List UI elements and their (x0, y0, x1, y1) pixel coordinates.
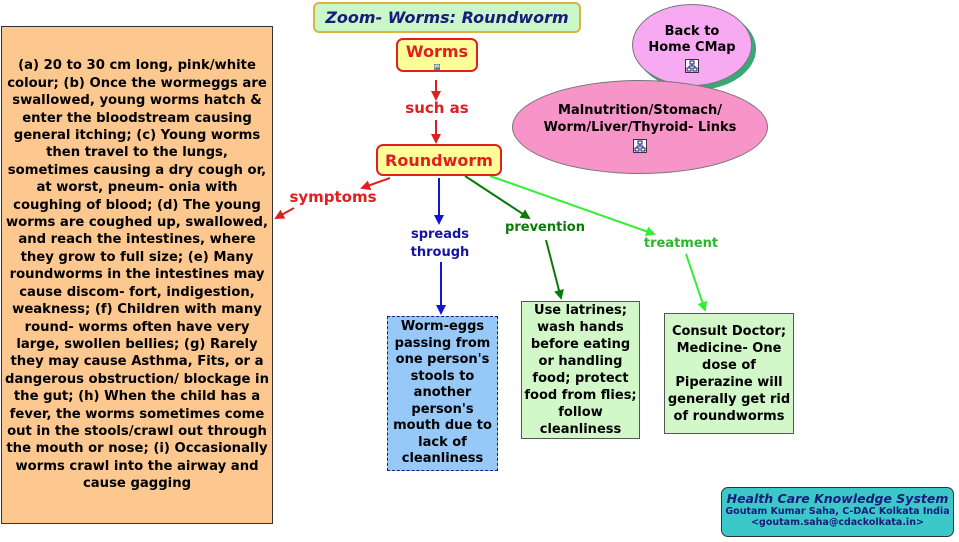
worms-label: Worms (405, 42, 469, 61)
back-to-home-cmap-button[interactable]: Back to Home CMap (632, 4, 752, 86)
image-icon[interactable] (430, 64, 444, 70)
footer-credit-box: Health Care Knowledge System Goutam Kuma… (721, 487, 954, 537)
link-label-symptoms: symptoms (289, 188, 377, 206)
spreads-through-concept[interactable]: Worm-eggs passing from one person's stoo… (387, 316, 498, 471)
link-label-spreads-through: spreads through (410, 227, 470, 260)
cmap-icon[interactable] (633, 138, 647, 153)
footer-title: Health Care Knowledge System (726, 491, 949, 506)
symptoms-concept[interactable]: (a) 20 to 30 cm long, pink/white colour;… (1, 26, 273, 524)
malnutrition-links-node[interactable]: Malnutrition/Stomach/ Worm/Liver/Thyroid… (512, 80, 768, 174)
treatment-concept[interactable]: Consult Doctor; Medicine- One dose of Pi… (664, 313, 794, 434)
roundworm-concept[interactable]: Roundworm (376, 144, 502, 176)
footer-author: Goutam Kumar Saha, C-DAC Kolkata India (725, 506, 950, 517)
footer-email: <goutam.saha@cdackolkata.in> (751, 517, 924, 528)
link-roundworm-symptoms (360, 177, 391, 191)
link-label-prevention: prevention (505, 220, 585, 235)
link-label-treatment: treatment (643, 236, 719, 251)
link-prevention-box (545, 239, 564, 300)
link-treatment-box (685, 253, 708, 312)
link-roundworm-treatment (489, 175, 656, 237)
link-symptoms-box (274, 207, 295, 219)
worms-concept[interactable]: Worms (396, 38, 478, 72)
cmap-icon[interactable] (685, 58, 699, 73)
prevention-concept[interactable]: Use latrines; wash hands before eating o… (521, 301, 640, 439)
link-label-such-as: such as (405, 99, 469, 117)
link-roundworm-prevention (464, 175, 531, 220)
back-home-label: Back to Home CMap (648, 23, 736, 55)
malnutrition-links-label: Malnutrition/Stomach/ Worm/Liver/Thyroid… (543, 102, 737, 135)
page-title: Zoom- Worms: Roundworm (313, 2, 581, 33)
